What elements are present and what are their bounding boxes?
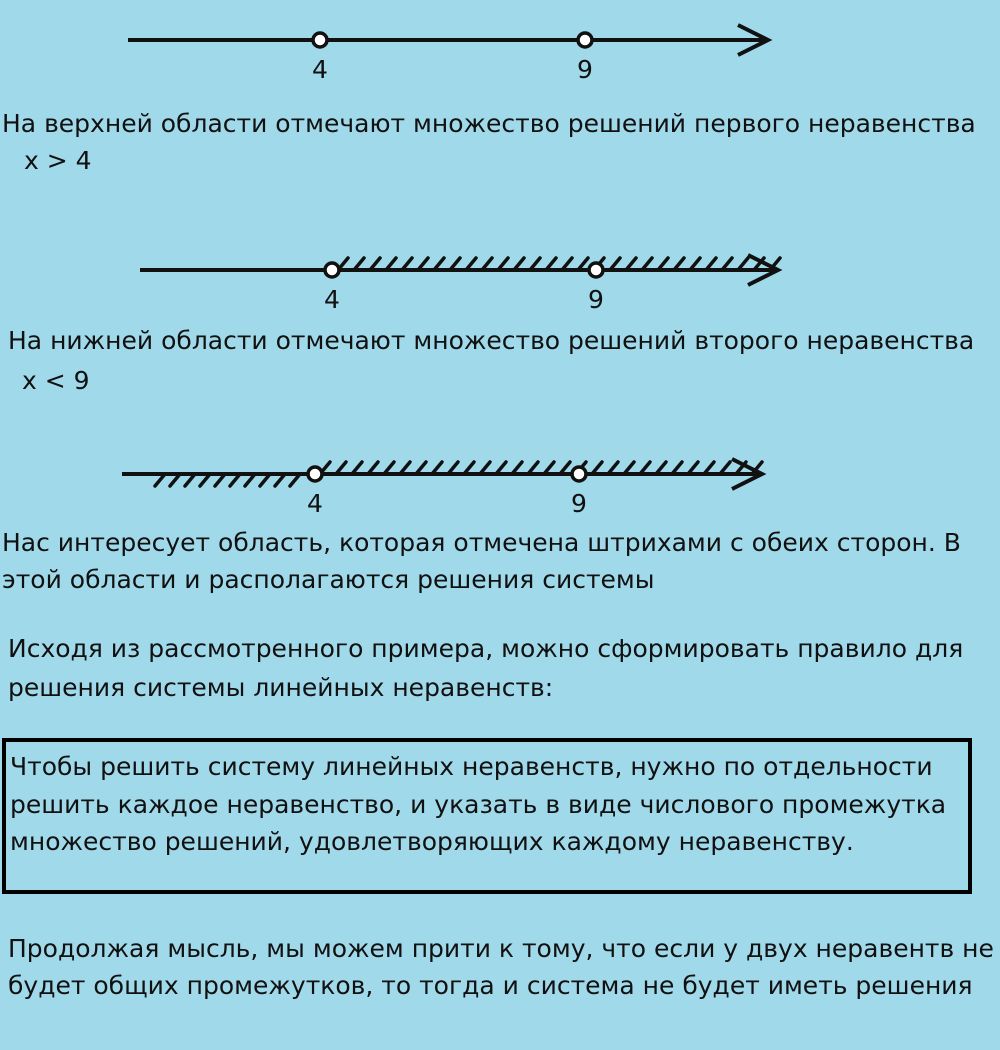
paragraph-rule-intro-line-2: решения системы линейных неравенств: [8, 673, 554, 702]
open-point-9 [570, 465, 588, 483]
open-point-4 [306, 465, 324, 483]
tick-label-4: 4 [307, 489, 323, 518]
paragraph-intersection-line-1: Нас интересует область, которая отмечена… [2, 528, 961, 557]
paragraph-second-inequality: На нижней области отмечают множество реш… [8, 326, 975, 355]
first-inequality: x > 4 [24, 146, 92, 175]
paragraph-rule-intro-line-1: Исходя из рассмотренного примера, можно … [8, 634, 964, 663]
number-line-2: 4 9 [140, 253, 783, 314]
tick-label-4: 4 [324, 285, 340, 314]
open-point-4 [323, 261, 341, 279]
open-point-4 [311, 31, 329, 49]
paragraph-conclusion-line-2: будет общих промежутков, то тогда и сист… [8, 971, 973, 1000]
rule-line-1: Чтобы решить систему линейных неравенств… [10, 752, 933, 781]
tick-label-9: 9 [577, 55, 593, 84]
number-line-1: 4 9 [128, 23, 773, 84]
rule-box: Чтобы решить систему линейных неравенств… [2, 738, 972, 894]
paragraph-intersection-line-2: этой области и располагаются решения сис… [2, 565, 655, 594]
axis [128, 23, 773, 57]
number-line-3: 4 9 [122, 457, 767, 518]
tick-label-4: 4 [312, 55, 328, 84]
tick-label-9: 9 [571, 489, 587, 518]
rule-line-2: решить каждое неравенство, и указать в в… [10, 790, 947, 819]
open-point-9 [587, 261, 605, 279]
tick-label-9: 9 [588, 285, 604, 314]
axis [140, 253, 783, 287]
second-inequality: x < 9 [22, 366, 90, 395]
axis [122, 457, 767, 491]
paragraph-first-inequality: На верхней области отмечают множество ре… [2, 109, 976, 138]
paragraph-conclusion-line-1: Продолжая мысль, мы можем прити к тому, … [8, 934, 994, 963]
rule-line-3: множество решений, удовлетворяющих каждо… [10, 827, 854, 856]
open-point-9 [576, 31, 594, 49]
